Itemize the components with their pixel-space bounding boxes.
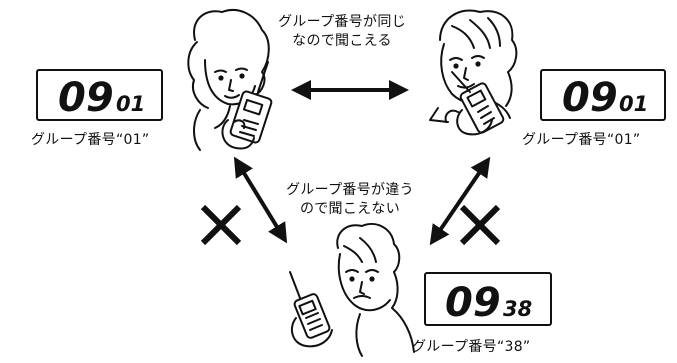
display-sub-value: 38: [503, 297, 532, 321]
display-main-value: 09: [445, 280, 501, 326]
caption-top-right: グループ番号“01”: [522, 132, 641, 148]
caption-bottom: グループ番号“38”: [412, 339, 531, 355]
caption-top-left: グループ番号“01”: [31, 132, 150, 148]
same-group-line1: グループ番号が同じ: [278, 14, 406, 30]
display-sub-value: 01: [619, 92, 648, 116]
different-group-line2: ので聞こえない: [299, 201, 401, 217]
display-top-left: 09 01: [36, 69, 163, 121]
different-group-line1: グループ番号が違う: [286, 182, 414, 198]
display-bottom: 09 38: [424, 272, 552, 326]
display-top-right: 09 01: [540, 69, 666, 121]
arrow-right-diagonal: [429, 156, 491, 246]
display-main-value: 09: [58, 75, 114, 121]
person-top-left-icon: [187, 9, 273, 151]
different-group-message: グループ番号が違う ので聞こえない: [270, 181, 430, 219]
same-group-line2: なので聞こえる: [292, 33, 392, 49]
arrow-left-diagonal: [233, 156, 288, 244]
display-sub-value: 01: [116, 92, 145, 116]
person-bottom-icon: [289, 223, 415, 357]
person-top-right-icon: [429, 9, 518, 136]
same-group-message: グループ番号が同じ なので聞こえる: [262, 13, 422, 51]
display-main-value: 09: [562, 75, 618, 121]
cross-left-icon: [200, 204, 242, 246]
cross-right-icon: [459, 204, 501, 246]
